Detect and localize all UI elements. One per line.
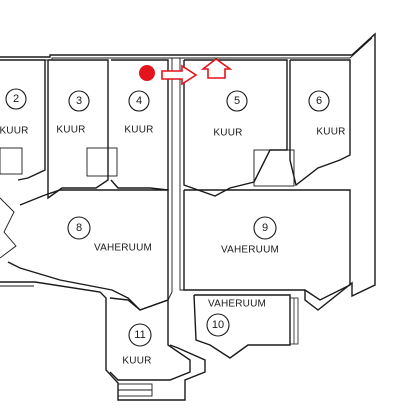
svg-text:11: 11 <box>134 329 145 341</box>
svg-text:10: 10 <box>212 319 224 331</box>
room-label-3: KUUR <box>56 125 85 136</box>
room-10 <box>193 294 299 359</box>
arrow-up-outline-icon <box>200 58 233 79</box>
room-label-10: VAHERUUM <box>208 299 266 310</box>
room-4 <box>110 59 169 191</box>
room-number-8: 8 <box>67 216 91 240</box>
room-label-6: KUUR <box>316 127 345 138</box>
room-3 <box>47 59 118 200</box>
svg-text:6: 6 <box>316 95 322 107</box>
room-6 <box>289 59 351 187</box>
outer-walls <box>0 32 376 401</box>
svg-text:2: 2 <box>13 93 19 105</box>
svg-text:4: 4 <box>136 95 142 107</box>
room-5 <box>183 59 295 197</box>
room-number-6: 6 <box>308 90 330 112</box>
room-number-5: 5 <box>226 90 248 112</box>
red-dot-marker-icon <box>139 65 155 81</box>
room-number-10: 10 <box>206 313 230 337</box>
room-2 <box>0 59 46 181</box>
svg-text:9: 9 <box>262 222 268 234</box>
svg-text:8: 8 <box>76 222 82 234</box>
room-number-9: 9 <box>253 216 277 240</box>
room-label-2: KUUR <box>0 126 29 137</box>
room-11 <box>109 297 191 397</box>
room-label-9: VAHERUUM <box>221 245 279 256</box>
room-number-3: 3 <box>68 90 90 112</box>
room-label-4: KUUR <box>124 125 153 136</box>
room-label-5: KUUR <box>213 128 242 139</box>
room-number-4: 4 <box>128 90 150 112</box>
room-number-11: 11 <box>128 323 152 347</box>
room-label-11: KUUR <box>122 356 151 367</box>
room-9 <box>167 58 351 301</box>
svg-text:5: 5 <box>234 95 240 107</box>
arrow-right-outline-icon <box>161 64 198 86</box>
room-label-8: VAHERUUM <box>94 243 152 254</box>
room-number-2: 2 <box>5 88 27 110</box>
svg-text:3: 3 <box>76 95 82 107</box>
